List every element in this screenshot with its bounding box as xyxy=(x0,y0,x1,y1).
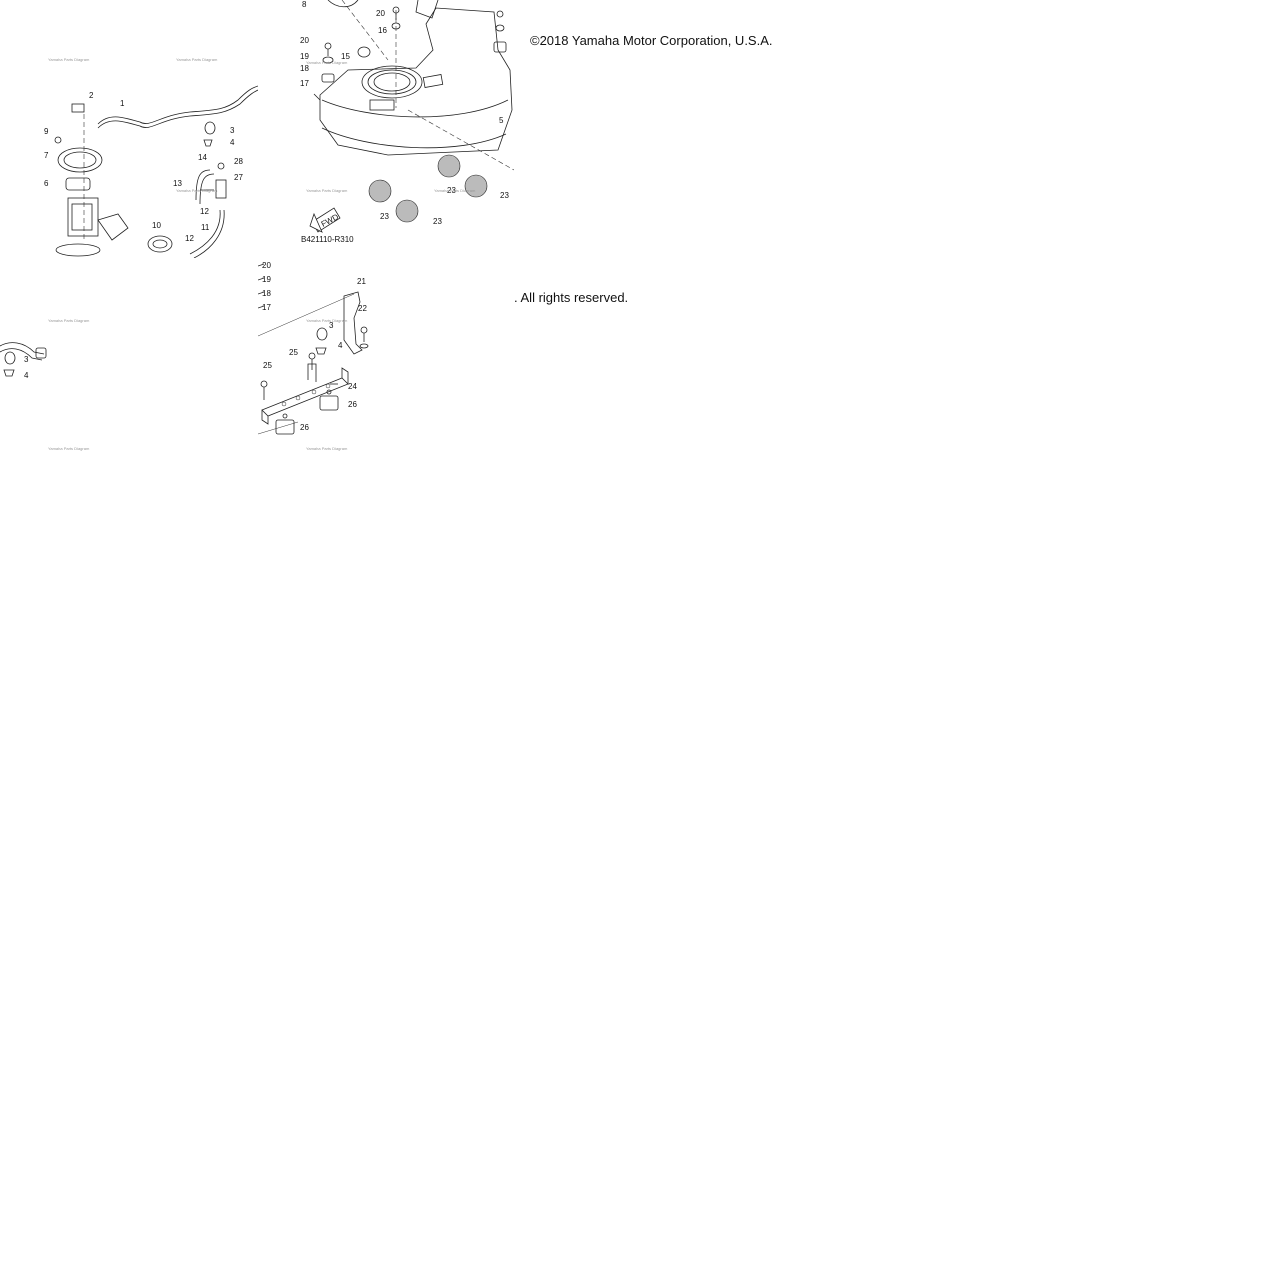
svg-text:26: 26 xyxy=(300,423,309,432)
svg-text:23: 23 xyxy=(433,217,442,226)
callout-label: 3 xyxy=(24,355,29,364)
svg-text:22: 22 xyxy=(358,304,367,313)
callout-labels: 1 2 3 4 6 7 9 10 11 12 12 13 14 27 28 xyxy=(44,91,243,243)
svg-text:11: 11 xyxy=(201,223,210,232)
svg-text:Yamaha Parts Diagram: Yamaha Parts Diagram xyxy=(434,188,476,193)
svg-text:3: 3 xyxy=(329,321,334,330)
fuel-pump-diagram: 1 2 3 4 6 7 9 10 11 12 12 13 14 27 28 Ya… xyxy=(44,57,258,258)
diagram-panel-fuel-pump: 1 2 3 4 6 7 9 10 11 12 12 13 14 27 28 Ya… xyxy=(0,0,258,258)
svg-text:18: 18 xyxy=(262,289,271,298)
svg-text:23: 23 xyxy=(500,191,509,200)
svg-text:8: 8 xyxy=(302,0,307,9)
diagram-code: B421110-R310 xyxy=(301,235,354,244)
svg-text:5: 5 xyxy=(499,116,504,125)
svg-text:14: 14 xyxy=(198,153,207,162)
diagram-panel-fuel-tank: FWD B421110-R310 8 20 16 20 19 18 17 15 … xyxy=(258,0,514,258)
callout-label: 4 xyxy=(24,371,29,380)
svg-text:17: 17 xyxy=(262,303,271,312)
svg-text:9: 9 xyxy=(44,127,49,136)
diagram-panel-brackets: 20 19 18 17 21 22 3 4 25 25 24 26 26 Yam… xyxy=(258,258,514,458)
svg-text:Yamaha Parts Diagram: Yamaha Parts Diagram xyxy=(48,57,90,62)
tank-pads xyxy=(368,154,488,223)
svg-text:25: 25 xyxy=(263,361,272,370)
fwd-arrow-icon: FWD xyxy=(309,207,341,233)
svg-text:12: 12 xyxy=(185,234,194,243)
callout-labels: 8 20 16 20 19 18 17 15 5 23 23 23 23 xyxy=(300,0,509,226)
svg-text:2: 2 xyxy=(89,91,94,100)
svg-text:6: 6 xyxy=(44,179,49,188)
svg-text:27: 27 xyxy=(234,173,243,182)
svg-text:Yamaha Parts Diagram: Yamaha Parts Diagram xyxy=(306,318,348,323)
svg-text:25: 25 xyxy=(289,348,298,357)
svg-text:19: 19 xyxy=(300,52,309,61)
svg-text:Yamaha Parts Diagram: Yamaha Parts Diagram xyxy=(306,188,348,193)
svg-text:12: 12 xyxy=(200,207,209,216)
svg-text:1: 1 xyxy=(120,99,125,108)
svg-text:4: 4 xyxy=(338,341,343,350)
svg-text:21: 21 xyxy=(357,277,366,286)
svg-text:15: 15 xyxy=(341,52,350,61)
svg-text:Yamaha Parts Diagram: Yamaha Parts Diagram xyxy=(306,446,348,451)
svg-text:Yamaha Parts Diagram: Yamaha Parts Diagram xyxy=(176,188,218,193)
svg-text:20: 20 xyxy=(376,9,385,18)
fuel-tank-diagram: FWD B421110-R310 8 20 16 20 19 18 17 15 … xyxy=(300,0,514,244)
svg-text:Yamaha Parts Diagram: Yamaha Parts Diagram xyxy=(306,60,348,65)
copyright-line-2: . All rights reserved. xyxy=(514,290,629,305)
svg-text:16: 16 xyxy=(378,26,387,35)
brackets-diagram: 20 19 18 17 21 22 3 4 25 25 24 26 26 Yam… xyxy=(258,261,369,451)
callout-labels: 20 19 18 17 21 22 3 4 25 25 24 26 26 xyxy=(262,261,367,432)
svg-text:28: 28 xyxy=(234,157,243,166)
svg-text:4: 4 xyxy=(230,138,235,147)
svg-text:19: 19 xyxy=(262,275,271,284)
svg-text:13: 13 xyxy=(173,179,182,188)
svg-text:Yamaha Parts Diagram: Yamaha Parts Diagram xyxy=(48,446,90,451)
clamp-detail-diagram: 3 4 Yamaha Parts Diagram Yamaha Parts Di… xyxy=(0,318,90,451)
svg-text:Yamaha Parts Diagram: Yamaha Parts Diagram xyxy=(48,318,90,323)
svg-text:Yamaha Parts Diagram: Yamaha Parts Diagram xyxy=(176,57,218,62)
copyright-line-1: ©2018 Yamaha Motor Corporation, U.S.A. xyxy=(530,33,773,48)
svg-text:20: 20 xyxy=(300,36,309,45)
svg-text:10: 10 xyxy=(152,221,161,230)
svg-text:23: 23 xyxy=(380,212,389,221)
diagram-panel-clamp-detail: 3 4 Yamaha Parts Diagram Yamaha Parts Di… xyxy=(0,258,258,458)
svg-text:20: 20 xyxy=(262,261,271,270)
svg-text:3: 3 xyxy=(230,126,235,135)
svg-text:26: 26 xyxy=(348,400,357,409)
svg-text:17: 17 xyxy=(300,79,309,88)
svg-text:7: 7 xyxy=(44,151,49,160)
svg-text:23: 23 xyxy=(447,186,456,195)
svg-text:18: 18 xyxy=(300,64,309,73)
svg-text:24: 24 xyxy=(348,382,357,391)
